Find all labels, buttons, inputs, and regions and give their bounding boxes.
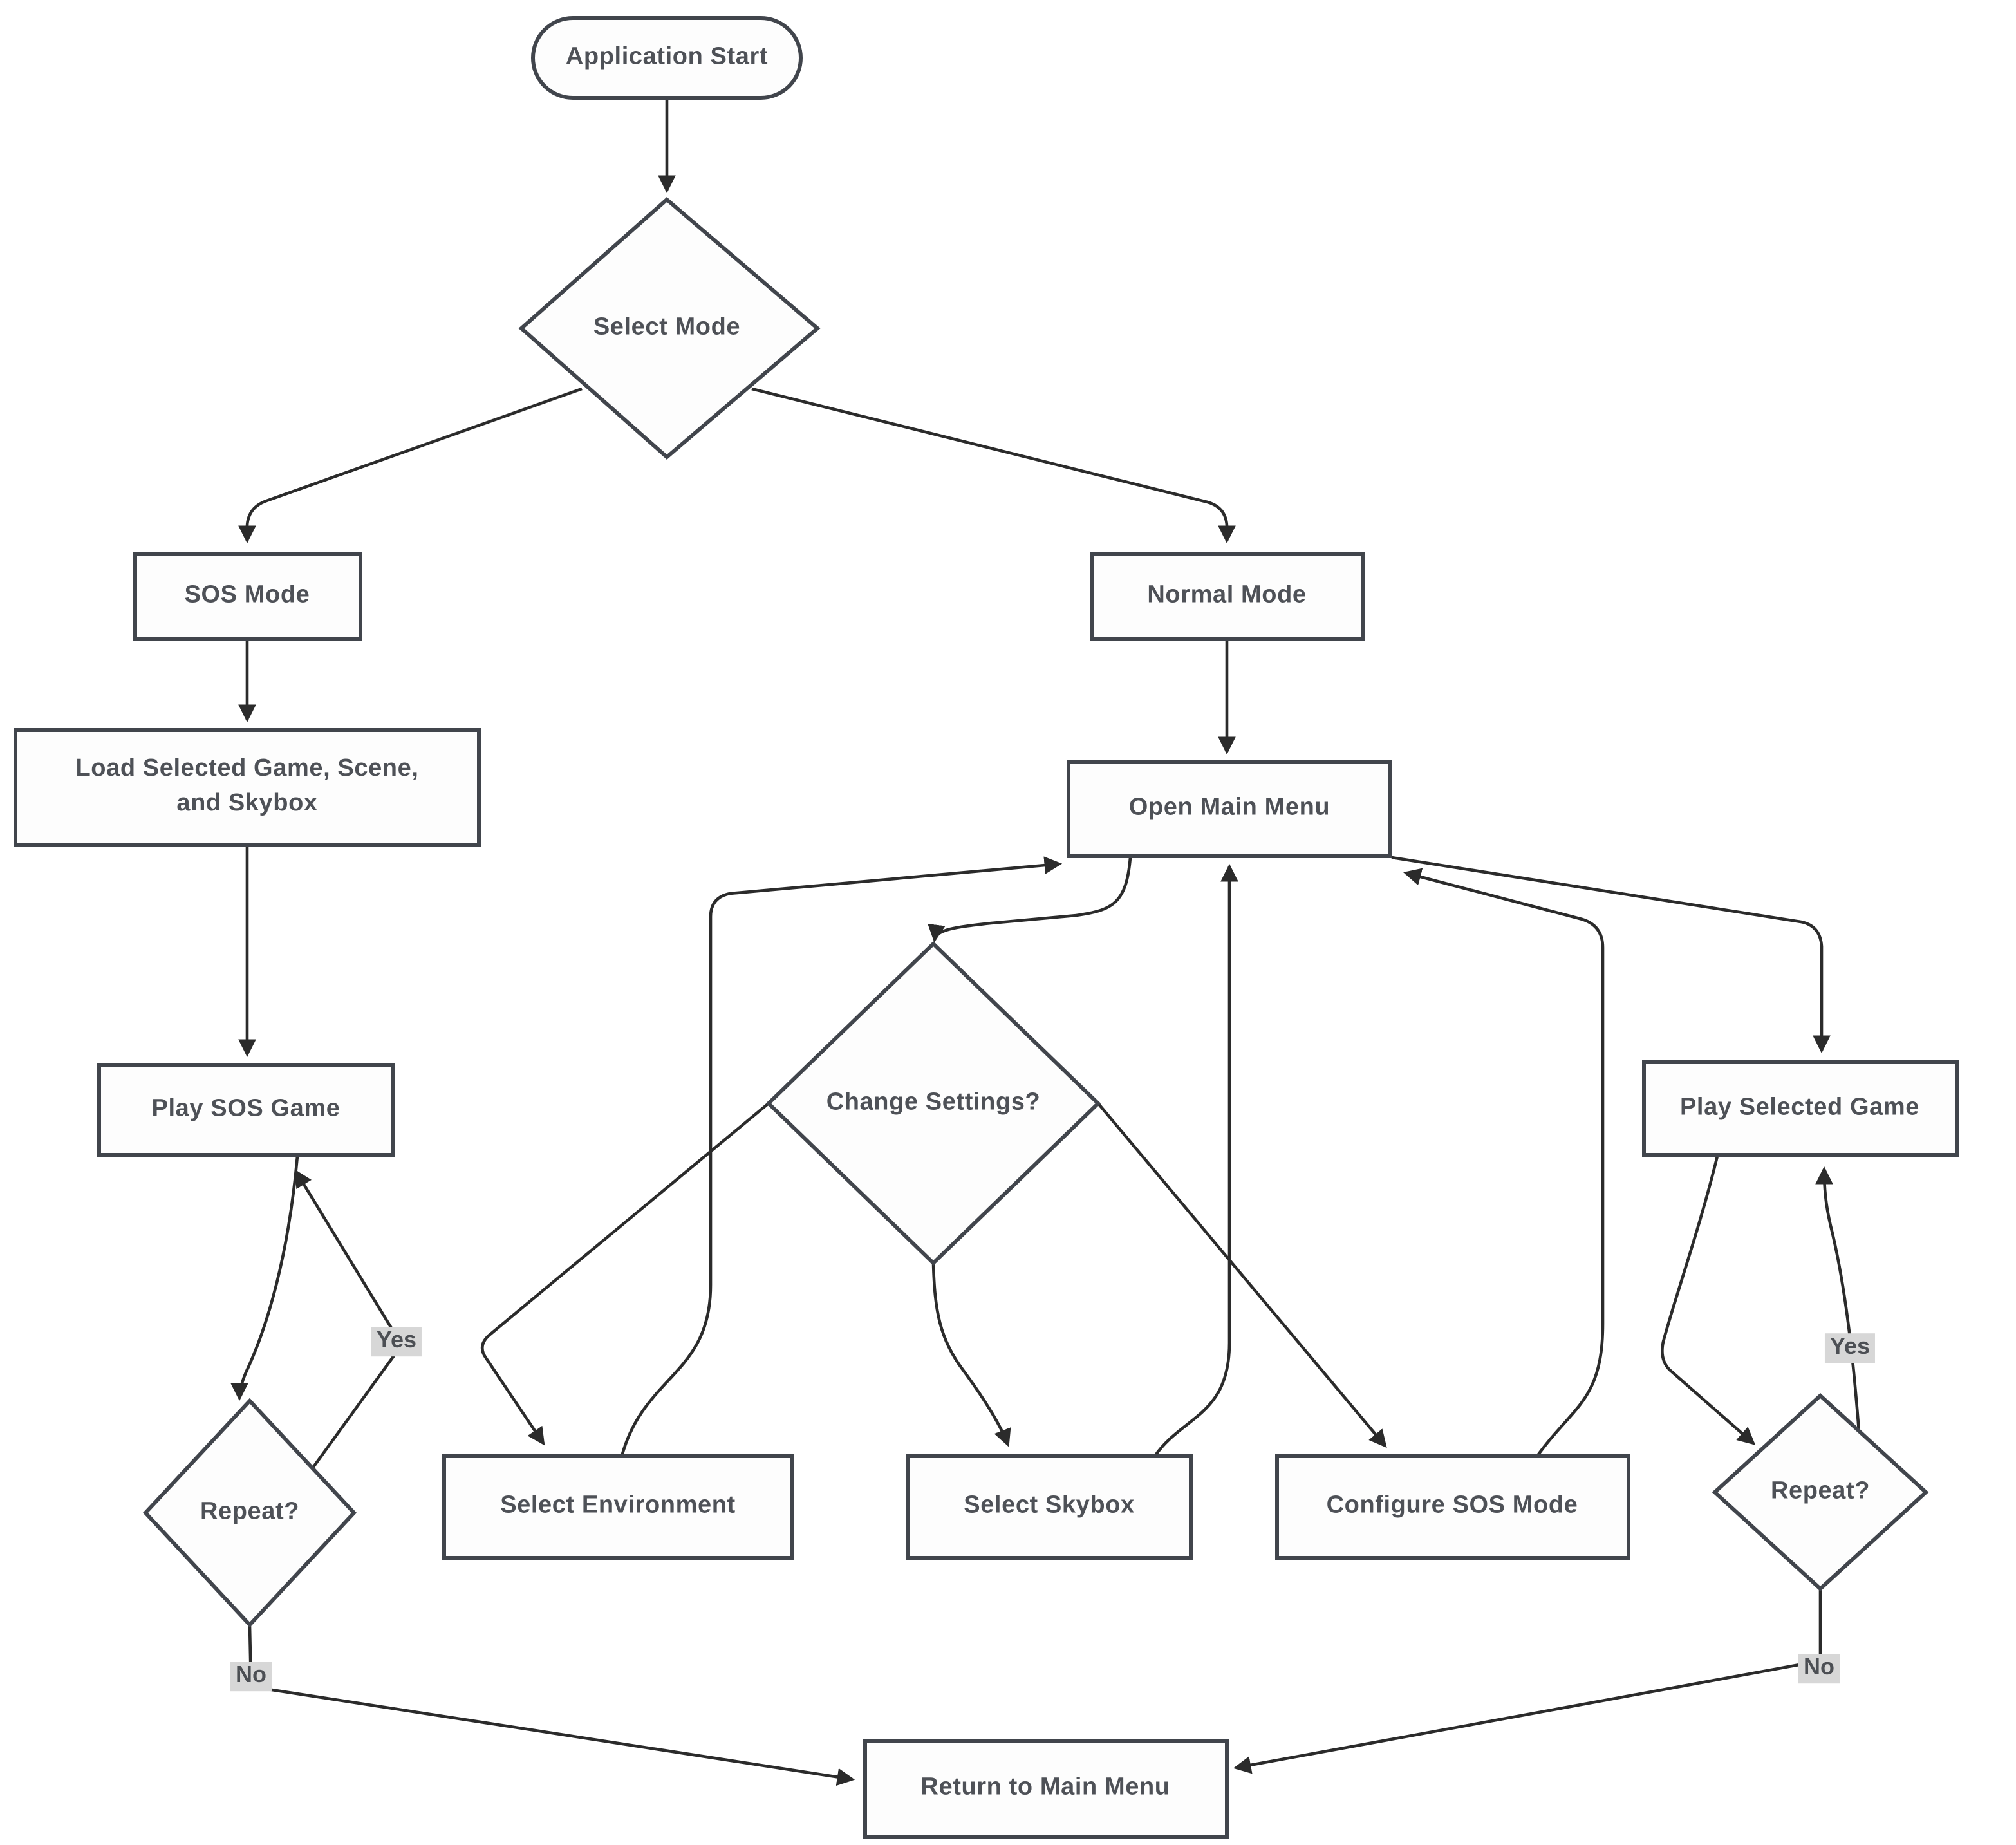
node-play-sos-game <box>97 1063 395 1157</box>
edge-change-settings-to-select-skybox <box>931 1262 1011 1447</box>
label-open-main-menu: Open Main Menu <box>1128 794 1330 821</box>
label-application-start: Application Start <box>565 43 769 71</box>
node-load-selected <box>14 728 481 847</box>
label-return-main-menu: Return to Main Menu <box>920 1774 1170 1801</box>
edge-change-settings-to-configure-sos-mode <box>1097 1102 1387 1448</box>
label-repeat-right: Repeat? <box>1770 1477 1871 1505</box>
edge-repeat-left-no-to-return-main-menu <box>248 1625 855 1786</box>
label-play-selected-game: Play Selected Game <box>1679 1094 1920 1121</box>
node-select-skybox <box>906 1454 1193 1560</box>
label-select-mode: Select Mode <box>593 314 741 341</box>
node-normal-mode <box>1090 552 1365 641</box>
edge-change-settings-to-select-environment <box>480 1102 770 1446</box>
edge-label-yes-left: Yes <box>371 1327 422 1356</box>
edge-repeat-right-yes-to-play-selected-game <box>1815 1166 1861 1432</box>
edge-play-selected-game-to-repeat-right <box>1661 1156 1756 1445</box>
edge-repeat-left-yes-to-play-sos-game <box>294 1169 400 1469</box>
edge-select-mode-to-normal-mode <box>751 387 1236 544</box>
label-configure-sos-mode: Configure SOS Mode <box>1326 1492 1578 1519</box>
label-select-environment: Select Environment <box>500 1492 736 1519</box>
node-select-environment <box>442 1454 794 1560</box>
edge-select-environment-to-open-main-menu <box>620 856 1063 1457</box>
label-repeat-left: Repeat? <box>200 1498 300 1526</box>
edge-select-mode-to-sos-mode <box>238 387 583 544</box>
node-configure-sos-mode <box>1275 1454 1630 1560</box>
node-select-mode <box>518 197 821 460</box>
edge-label-no-right: No <box>1798 1654 1840 1683</box>
node-change-settings <box>765 941 1101 1266</box>
node-play-selected-game <box>1642 1060 1959 1157</box>
edge-open-main-menu-to-change-settings <box>928 857 1132 943</box>
label-change-settings: Change Settings? <box>826 1089 1041 1116</box>
node-repeat-left <box>142 1398 357 1628</box>
label-select-skybox: Select Skybox <box>964 1492 1135 1519</box>
label-play-sos-game: Play SOS Game <box>151 1095 341 1123</box>
edge-repeat-right-no-to-return-main-menu <box>1233 1590 1822 1774</box>
label-normal-mode: Normal Mode <box>1147 581 1307 609</box>
edge-select-skybox-to-open-main-menu <box>1153 863 1238 1457</box>
label-sos-mode: SOS Mode <box>184 581 310 609</box>
node-repeat-right <box>1712 1392 1929 1592</box>
edge-play-sos-game-to-repeat-left <box>230 1156 299 1401</box>
node-application-start <box>531 16 803 100</box>
label-load-selected: Load Selected Game, Scene, and Skybox <box>75 754 419 816</box>
edge-label-yes-right: Yes <box>1824 1333 1876 1363</box>
node-return-main-menu <box>863 1739 1229 1839</box>
edge-open-main-menu-to-play-selected-game <box>1391 856 1831 1054</box>
node-open-main-menu <box>1067 760 1392 858</box>
edge-configure-sos-mode-to-open-main-menu <box>1403 868 1605 1457</box>
node-sos-mode <box>133 552 362 641</box>
edge-label-no-left: No <box>230 1662 272 1691</box>
